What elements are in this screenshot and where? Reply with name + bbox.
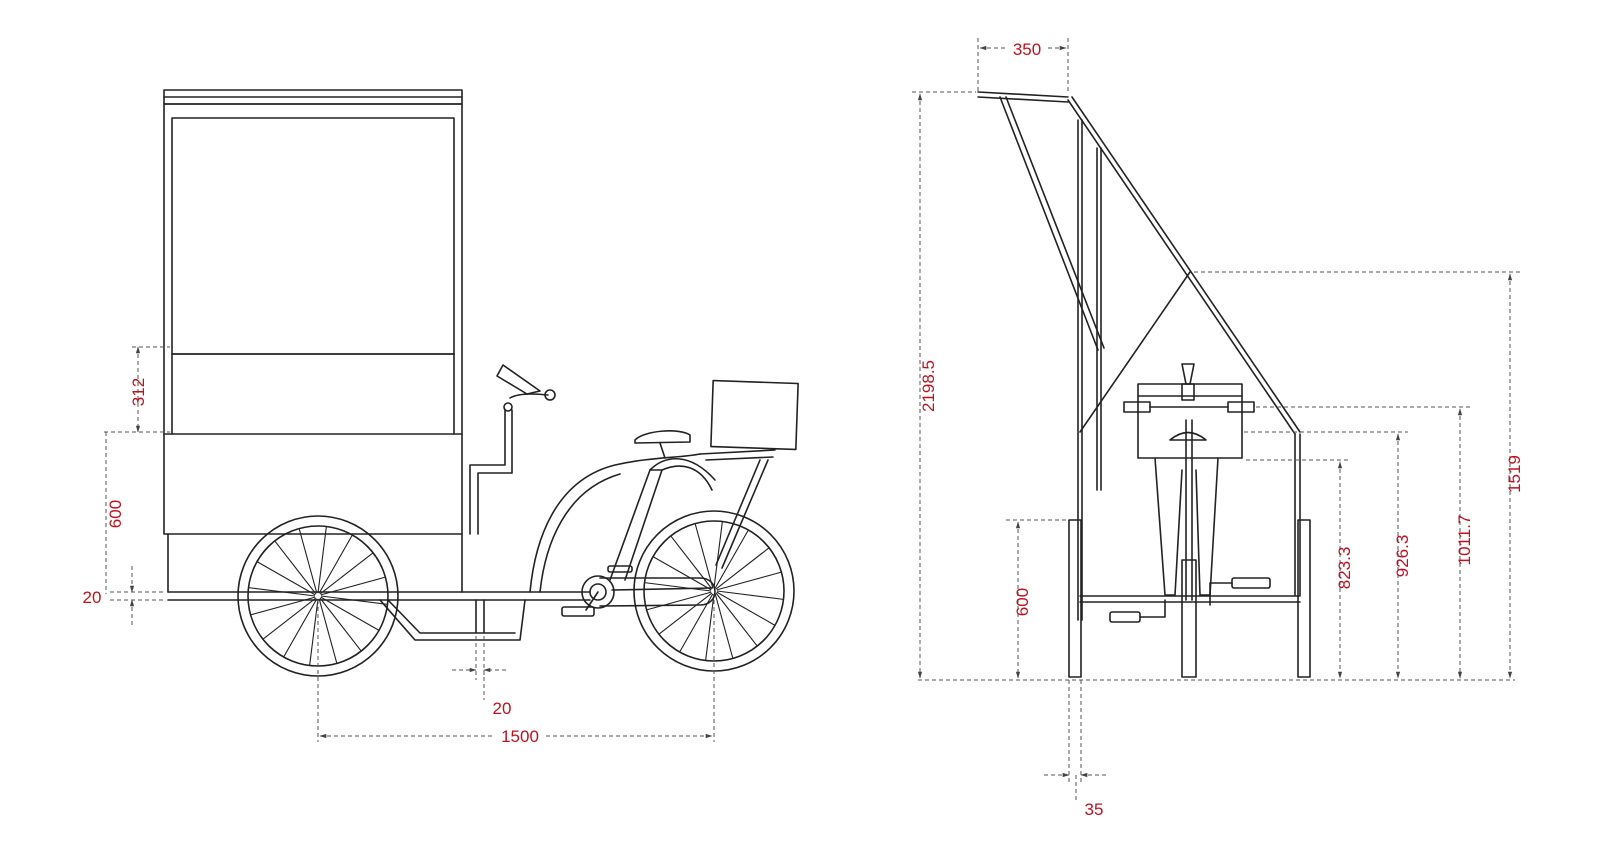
- front-chassis: [1068, 519, 1311, 678]
- wheel-spoke: [318, 598, 338, 664]
- front-dimension-1519: 1519: [1194, 271, 1524, 679]
- wheel-spoke: [652, 556, 712, 591]
- wheel-spoke: [283, 598, 318, 658]
- wheel-spoke: [250, 596, 316, 616]
- front-dimension-2198: 2198.5: [912, 91, 976, 679]
- wheel-spoke: [714, 593, 734, 659]
- wheel-spoke: [298, 528, 318, 594]
- drivetrain: [561, 565, 716, 617]
- front-dimension-600: 600: [1006, 519, 1068, 679]
- wheel-spoke: [319, 552, 374, 595]
- wheel-spoke: [715, 592, 758, 647]
- wheel-spoke: [320, 596, 380, 631]
- wheel-spoke: [319, 597, 362, 652]
- side-dimension-20-left: 20: [83, 566, 166, 625]
- dim-20-left-label: 20: [83, 588, 102, 607]
- wheel-spoke: [274, 540, 317, 595]
- front-dimension-1011: 1011.7: [1256, 406, 1474, 679]
- cargo-box: [163, 89, 463, 593]
- dim-1500-label: 1500: [501, 727, 539, 746]
- front-dimension-823: 823.3: [1246, 459, 1354, 679]
- wheel-spoke: [309, 598, 319, 666]
- dim-2198-label: 2198.5: [919, 360, 938, 412]
- dim-20-bottom-label: 20: [493, 699, 512, 718]
- handlebar: [469, 364, 556, 535]
- wheel-spoke: [256, 561, 316, 596]
- rear-basket: [710, 379, 799, 451]
- rear-frame: [529, 430, 776, 593]
- dim-926-label: 926.3: [1393, 535, 1412, 578]
- front-dimension-350: 350: [977, 38, 1069, 94]
- front-pedals: [1109, 577, 1271, 623]
- wheel-spoke: [679, 593, 714, 653]
- chassis: [167, 591, 591, 641]
- wheel-spoke: [317, 526, 327, 594]
- front-dimension-926: 926.3: [1244, 431, 1412, 679]
- wheel-spoke: [716, 571, 782, 591]
- dim-35-label: 35: [1085, 800, 1104, 819]
- wheel-spoke: [716, 591, 776, 626]
- front-wheel: [237, 515, 399, 677]
- wheel-spoke: [262, 597, 317, 640]
- canopy-frame: [977, 91, 1301, 621]
- dim-823-label: 823.3: [1335, 547, 1354, 590]
- rear-wheel: [633, 510, 795, 672]
- front-view: 350 2198.5 600 35 823.3: [912, 38, 1524, 819]
- dim-600-label: 600: [106, 500, 125, 528]
- wheel-spoke: [715, 547, 770, 590]
- side-dimension-20-bottom: 20: [452, 636, 511, 718]
- wheel-spoke: [248, 587, 316, 597]
- side-dimension-1500: 1500: [317, 600, 715, 746]
- dim-1519-label: 1519: [1505, 455, 1524, 493]
- side-view: 312 600 20 20 1500: [83, 89, 799, 746]
- front-dimension-35: 35: [1044, 680, 1106, 819]
- wheel-spoke: [320, 576, 386, 596]
- dim-1011-label: 1011.7: [1455, 515, 1474, 566]
- wheel-spoke: [705, 593, 715, 661]
- wheel-spoke: [320, 595, 388, 605]
- wheel-spoke: [646, 591, 712, 611]
- wheel-spoke: [713, 521, 723, 589]
- dim-312-label: 312: [129, 378, 148, 406]
- wheel-spoke: [714, 529, 749, 589]
- wheel-spoke: [716, 590, 784, 600]
- wheel-spoke: [318, 534, 353, 594]
- front-fork: [1123, 363, 1255, 601]
- wheel-spoke: [670, 535, 713, 590]
- side-dimension-600: 600: [104, 431, 168, 594]
- wheel-spoke: [658, 592, 713, 635]
- wheel-spoke: [644, 582, 712, 592]
- dim-350-label: 350: [1013, 40, 1041, 59]
- dim-front-600-label: 600: [1013, 588, 1032, 616]
- wheel-spoke: [694, 523, 714, 589]
